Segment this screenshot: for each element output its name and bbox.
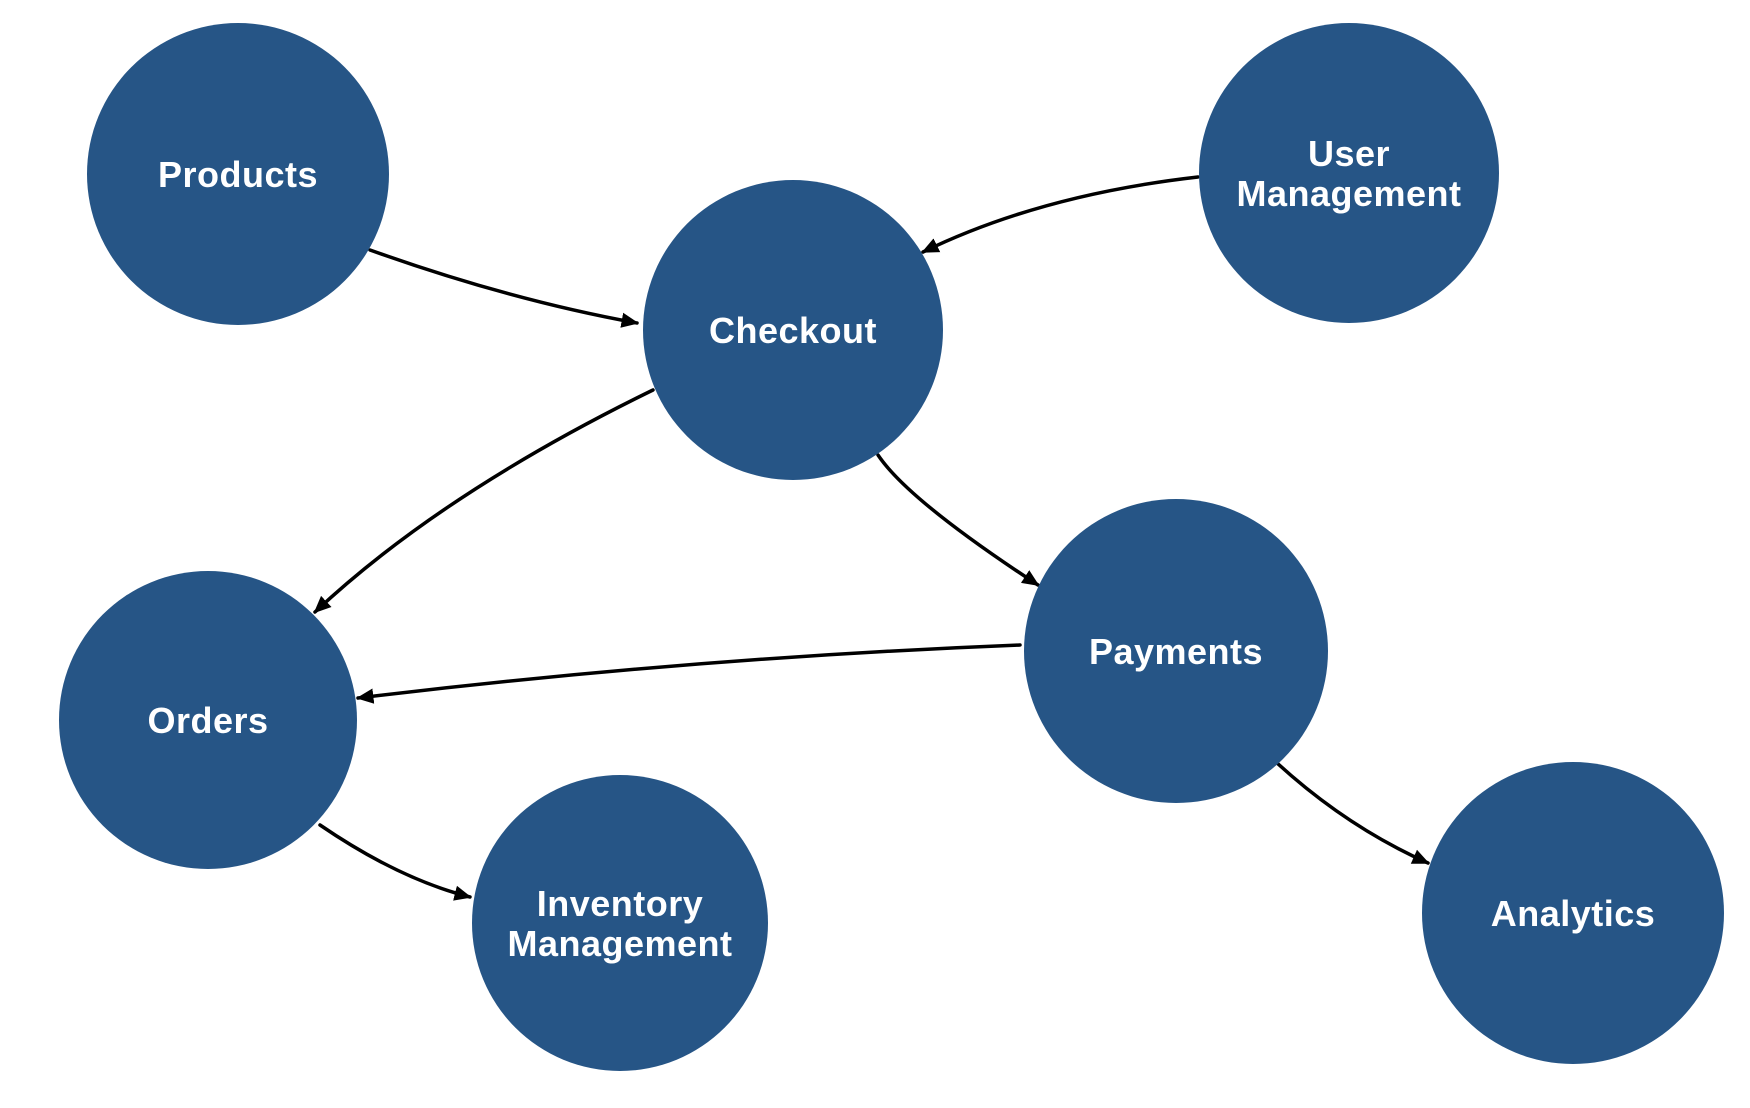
edge-checkout-to-orders: [313, 388, 655, 614]
node-label-payments: Payments: [1089, 631, 1263, 672]
node-label-orders: Orders: [147, 700, 268, 741]
edge-user-management-to-checkout: [921, 175, 1200, 254]
edge-payments-to-orders: [356, 643, 1022, 704]
node-analytics: Analytics: [1422, 762, 1724, 1064]
node-label-products: Products: [158, 154, 318, 195]
node-circle-products: [87, 23, 389, 325]
node-circle-payments: [1024, 499, 1328, 803]
node-orders: Orders: [59, 571, 357, 869]
node-label-checkout: Checkout: [709, 310, 877, 351]
node-checkout: Checkout: [643, 180, 943, 480]
node-payments: Payments: [1024, 499, 1328, 803]
node-circle-analytics: [1422, 762, 1724, 1064]
edge-payments-to-analytics: [1275, 761, 1430, 865]
node-label-analytics: Analytics: [1491, 893, 1656, 934]
node-products: Products: [87, 23, 389, 325]
node-circle-checkout: [643, 180, 943, 480]
edge-products-to-checkout: [368, 248, 639, 328]
node-circle-inventory-management: [472, 775, 768, 1071]
edge-orders-to-inventory-management: [318, 823, 472, 901]
node-circle-orders: [59, 571, 357, 869]
edge-checkout-to-payments: [876, 453, 1040, 587]
node-circle-user-management: [1199, 23, 1499, 323]
